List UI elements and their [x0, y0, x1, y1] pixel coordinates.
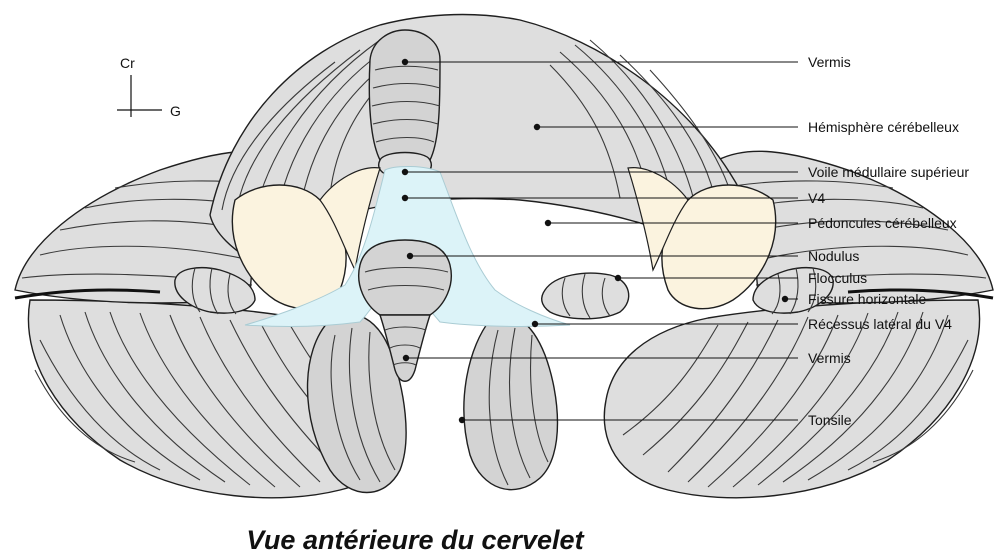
label-recessus: Récessus latéral du V4 — [808, 316, 952, 332]
label-tonsile: Tonsile — [808, 412, 852, 428]
label-vermis-bottom: Vermis — [808, 350, 851, 366]
label-flocculus: Flocculus — [808, 270, 867, 286]
vermis-column — [368, 29, 441, 179]
label-voile: Voile médullaire supérieur — [808, 164, 969, 180]
nodulus-vermis — [358, 239, 452, 382]
horizontal-fissure-right — [847, 288, 994, 300]
label-vermis-top: Vermis — [808, 54, 851, 70]
label-fissure: Fissure horizontale — [808, 291, 926, 307]
tonsils — [306, 313, 559, 494]
peduncles — [231, 167, 777, 310]
label-v4: V4 — [808, 190, 825, 206]
orientation-left: G — [170, 103, 181, 119]
leaders — [401, 58, 798, 424]
flocculi — [174, 267, 834, 320]
label-pedoncules: Pédoncules cérébelleux — [808, 215, 957, 231]
labels: Vermis Hémisphère cérébelleux Voile médu… — [808, 54, 969, 428]
label-nodulus: Nodulus — [808, 248, 859, 264]
diagram-title: Vue antérieure du cervelet — [246, 525, 584, 555]
orientation-cranial: Cr — [120, 55, 135, 71]
label-hemisphere: Hémisphère cérébelleux — [808, 119, 959, 135]
horizontal-fissure — [14, 288, 161, 300]
lower-right-lobe — [603, 299, 981, 499]
orientation-marker: Cr G — [117, 55, 181, 119]
